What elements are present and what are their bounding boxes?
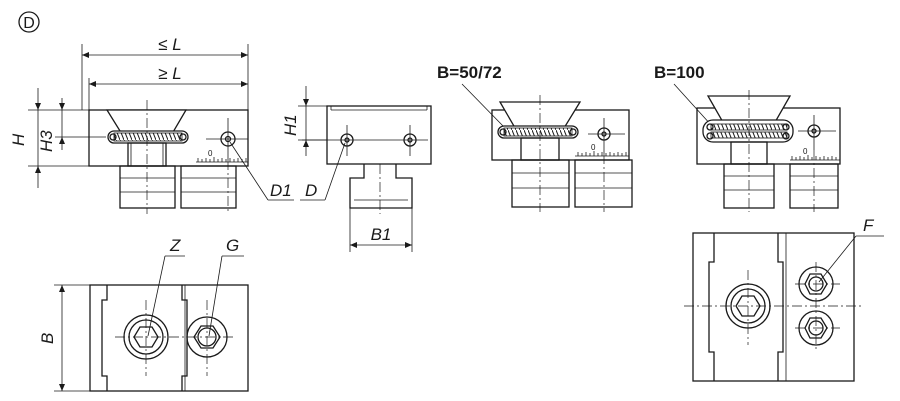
- label-ge-L: ≥ L: [158, 64, 182, 83]
- label-D: D: [305, 181, 317, 200]
- label-D1: D1: [270, 181, 292, 200]
- front-view-b50: B=50/72 0: [437, 63, 633, 212]
- label-H3: H3: [37, 130, 56, 152]
- label-F: F: [863, 216, 875, 235]
- side-view: H1 D B1: [281, 86, 432, 252]
- variant-label: D: [23, 15, 35, 32]
- label-Z: Z: [169, 236, 181, 255]
- scale-zero-b100: 0: [803, 147, 808, 156]
- label-B: B: [38, 333, 57, 344]
- front-view-b100: B=100 0: [654, 63, 841, 212]
- label-le-L: ≤ L: [158, 35, 182, 54]
- label-H: H: [9, 133, 28, 146]
- scale-zero-b50: 0: [591, 143, 596, 152]
- front-view-main: ≤ L ≥ L 0: [9, 35, 294, 214]
- top-view-b100: F: [684, 216, 884, 382]
- label-B100: B=100: [654, 63, 705, 82]
- scale-zero: 0: [208, 149, 213, 158]
- top-view-main: Z G B: [38, 236, 249, 392]
- label-H1: H1: [281, 114, 300, 136]
- label-G: G: [226, 236, 239, 255]
- label-B50: B=50/72: [437, 63, 502, 82]
- label-B1: B1: [371, 225, 392, 244]
- variant-marker: D: [18, 11, 40, 33]
